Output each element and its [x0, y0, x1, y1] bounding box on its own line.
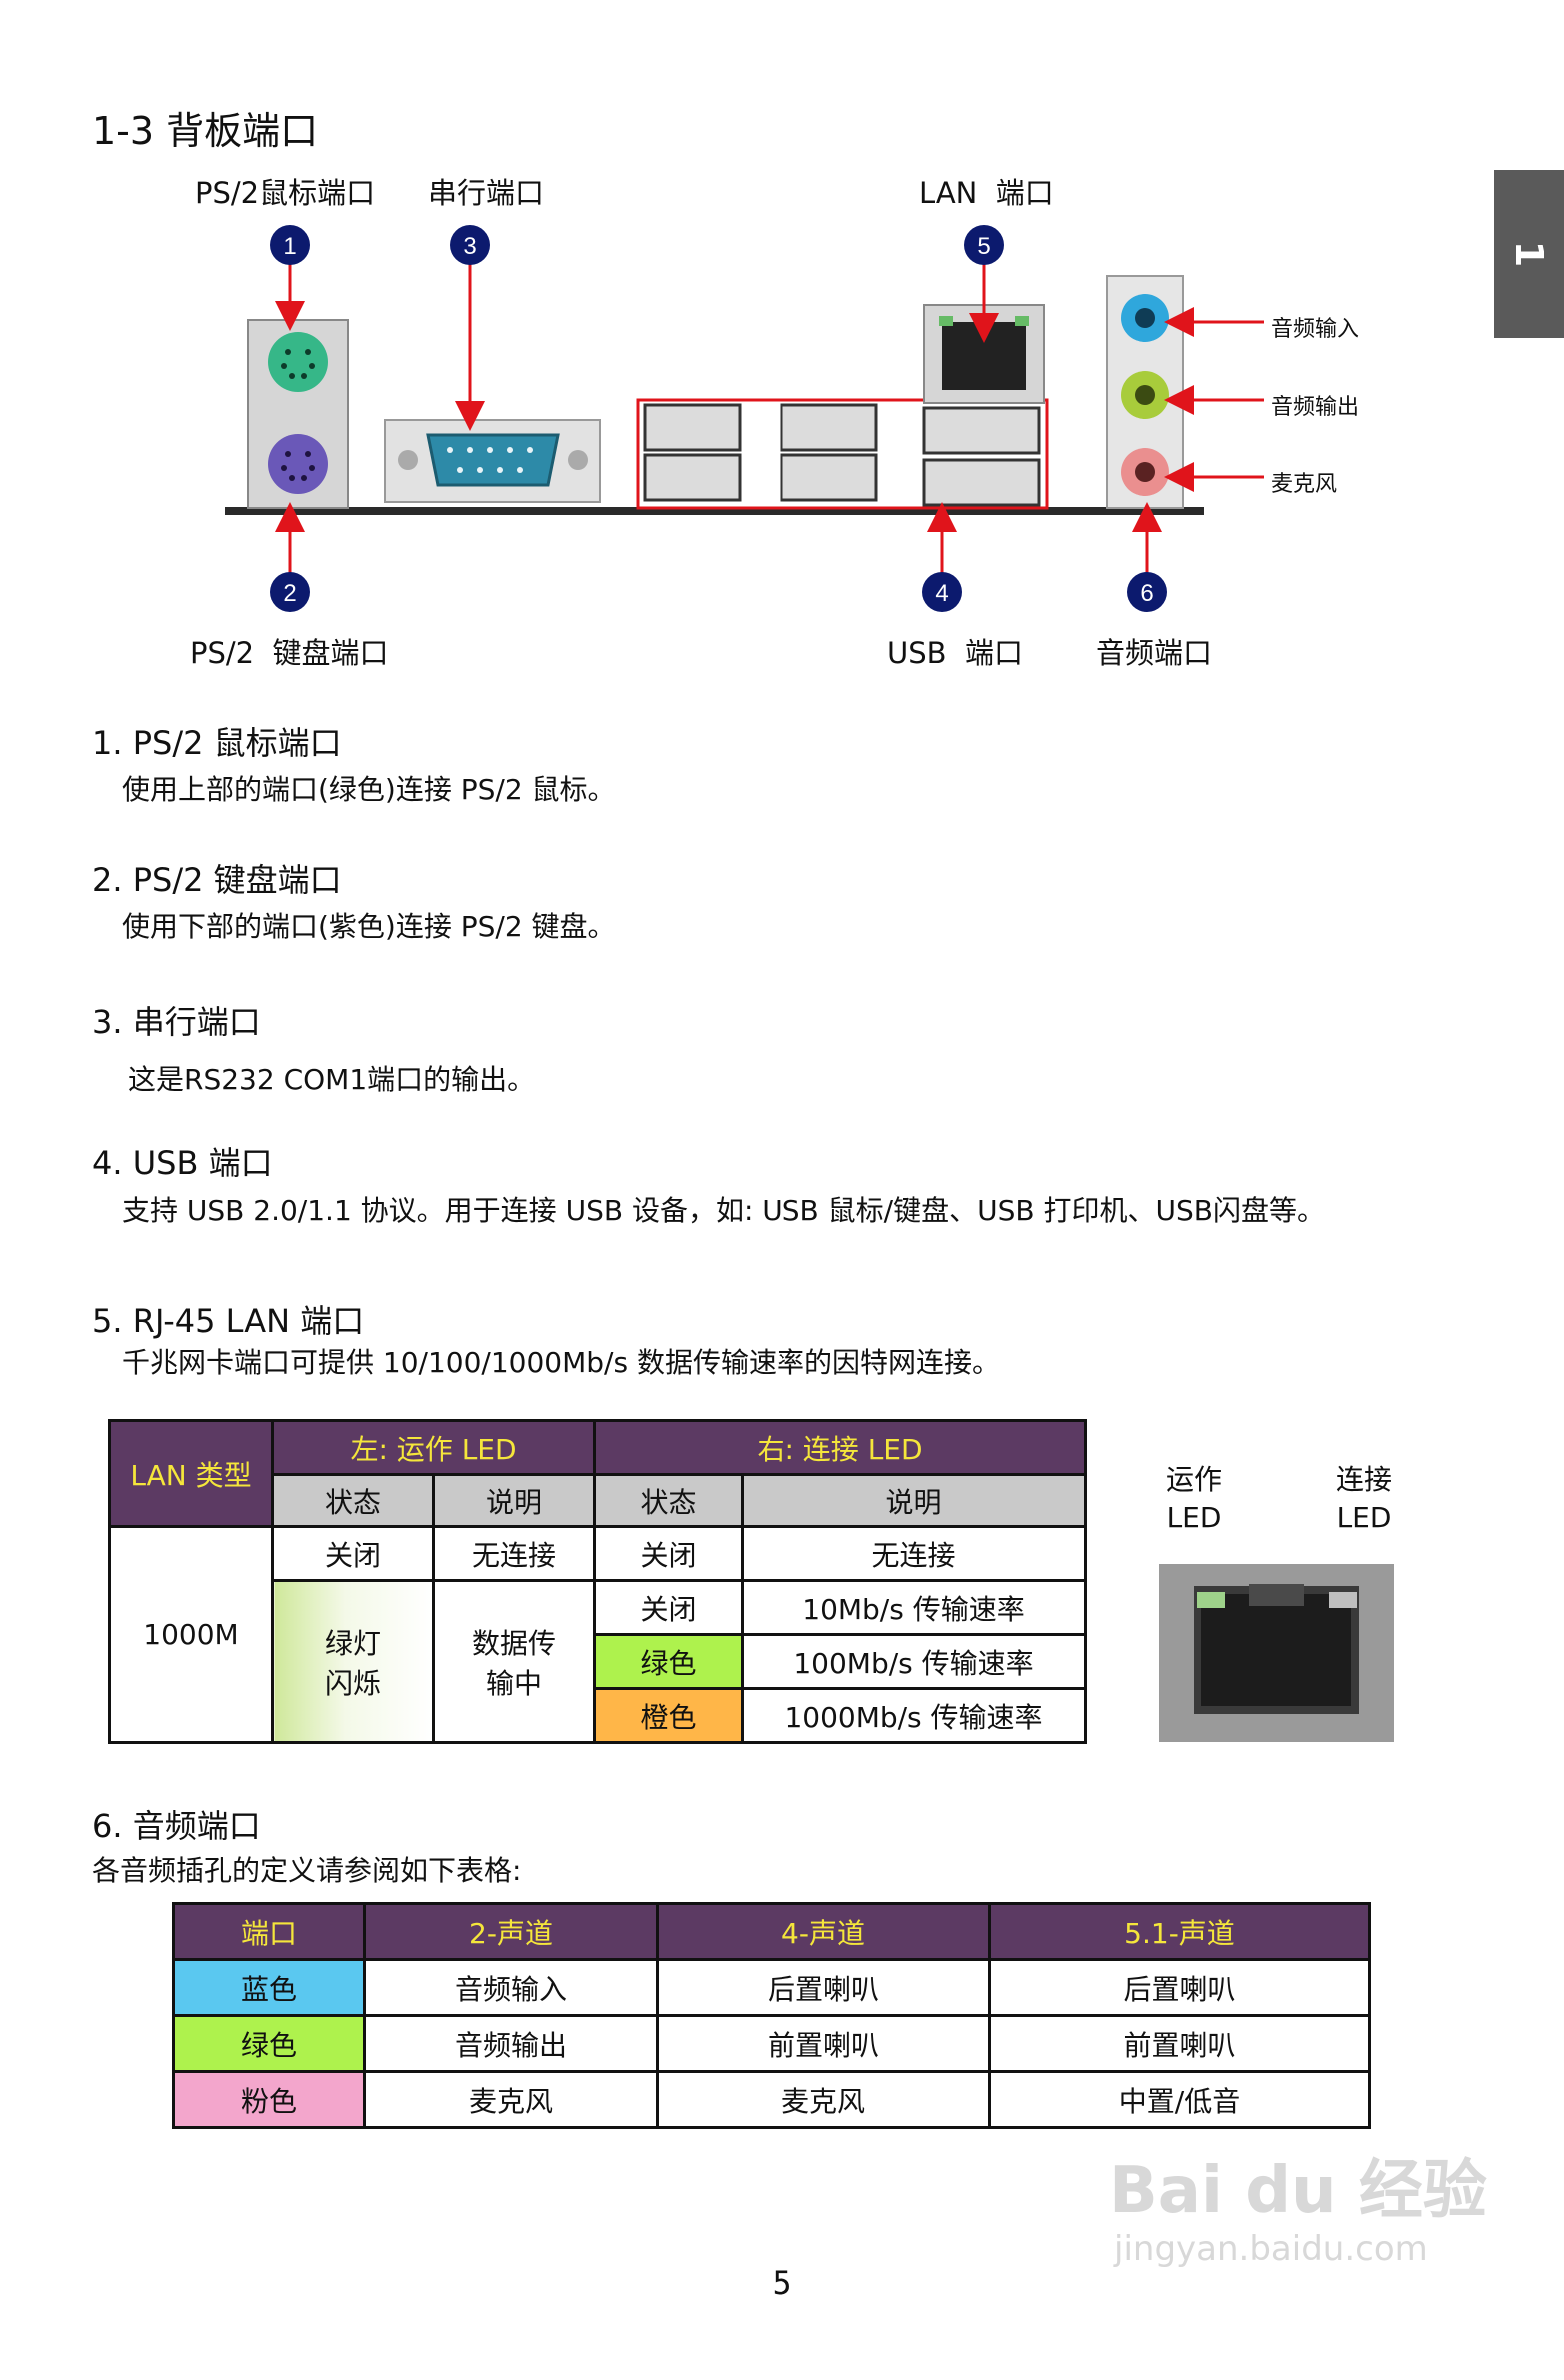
page-title: 1-3 背板端口: [92, 109, 319, 153]
label-audio-in: 音频输入: [1271, 317, 1360, 342]
audio-header-51ch: 5.1-声道: [988, 1902, 1371, 1961]
label-ps2-mouse: PS/2鼠标端口: [195, 176, 376, 210]
back-panel-diagram: 1 3 5 2 4 6: [225, 225, 1264, 612]
label-audio-out: 音频输出: [1271, 395, 1360, 420]
left-state-off: 关闭: [271, 1525, 435, 1582]
lan-type-header: LAN 类型: [108, 1419, 274, 1528]
audio-header-port: 端口: [172, 1902, 366, 1961]
marker-4-label: 4: [935, 580, 948, 607]
section-1-body: 使用上部的端口(绿色)连接 PS/2 鼠标。: [122, 773, 616, 806]
right-desc-10: 10Mb/s 传输速率: [741, 1579, 1087, 1636]
right-led-header: 右: 连接 LED: [593, 1419, 1087, 1476]
label-usb: USB 端口: [887, 636, 1023, 670]
section-4-body: 支持 USB 2.0/1.1 协议。用于连接 USB 设备，如: USB 鼠标/…: [122, 1194, 1325, 1227]
section-4-title: 4. USB 端口: [92, 1144, 273, 1182]
audio-cell: 麦克风: [656, 2070, 991, 2129]
left-state-blinking: 绿灯闪烁: [271, 1579, 435, 1744]
audio-table: 端口 2-声道 4-声道 5.1-声道 蓝色 音频输入 后置喇叭 后置喇叭 绿色…: [172, 1902, 1371, 2129]
audio-row-blue: 蓝色: [172, 1958, 366, 2017]
audio-cell: 麦克风: [363, 2070, 659, 2129]
audio-cell: 中置/低音: [988, 2070, 1371, 2129]
audio-cell: 后置喇叭: [656, 1958, 991, 2017]
label-ps2-keyboard: PS/2 键盘端口: [190, 636, 389, 670]
section-2-body: 使用下部的端口(紫色)连接 PS/2 键盘。: [122, 910, 616, 943]
audio-cell: 音频输出: [363, 2014, 659, 2073]
watermark-logo: Bai du 经验: [1109, 2154, 1487, 2228]
section-5-body: 千兆网卡端口可提供 10/100/1000Mb/s 数据传输速率的因特网连接。: [122, 1346, 1000, 1379]
label-mic: 麦克风: [1271, 472, 1338, 497]
page-number: 5: [772, 2264, 792, 2302]
right-state-10: 关闭: [593, 1579, 744, 1636]
audio-cell: 音频输入: [363, 1958, 659, 2017]
marker-5: 5: [964, 225, 1004, 343]
left-desc-header: 说明: [432, 1473, 596, 1528]
audio-header-4ch: 4-声道: [656, 1902, 991, 1961]
right-desc-nolink: 无连接: [741, 1525, 1087, 1582]
lan-led-table: LAN 类型 左: 运作 LED 右: 连接 LED 状态 说明 状态 说明 1…: [108, 1419, 1087, 1744]
left-desc-nolink: 无连接: [432, 1525, 596, 1582]
audio-jacks: [1106, 275, 1184, 509]
ps2-mouse-port: [268, 332, 328, 392]
ps2-ports: [247, 319, 349, 509]
marker-3-label: 3: [463, 233, 476, 260]
marker-2: 2: [270, 502, 310, 612]
audio-cell: 后置喇叭: [988, 1958, 1371, 2017]
left-state-header: 状态: [271, 1473, 435, 1528]
audio-row-green: 绿色: [172, 2014, 366, 2073]
right-state-off: 关闭: [593, 1525, 744, 1582]
audio-cell: 前置喇叭: [656, 2014, 991, 2073]
watermark-url: jingyan.baidu.com: [1114, 2229, 1428, 2269]
activity-led: [1197, 1592, 1225, 1608]
serial-port: [384, 419, 601, 503]
right-state-1000: 橙色: [593, 1687, 744, 1744]
right-state-header: 状态: [593, 1473, 744, 1528]
lan-jack-photo: [1159, 1564, 1394, 1742]
label-audio: 音频端口: [1096, 636, 1213, 670]
lan-type-value: 1000M: [108, 1525, 274, 1744]
audio-cell: 前置喇叭: [988, 2014, 1371, 2073]
marker-4: 4: [922, 502, 962, 612]
marker-6: 6: [1127, 502, 1167, 612]
audio-header-2ch: 2-声道: [363, 1902, 659, 1961]
led-label-right: 连接 LED: [1335, 1463, 1392, 1534]
section-2-title: 2. PS/2 键盘端口: [92, 861, 342, 899]
label-serial: 串行端口: [428, 176, 545, 210]
marker-6-label: 6: [1140, 580, 1153, 607]
ps2-keyboard-port: [268, 434, 328, 494]
section-6-body: 各音频插孔的定义请参阅如下表格:: [92, 1854, 522, 1887]
marker-5-label: 5: [977, 233, 990, 260]
marker-1-label: 1: [283, 233, 296, 260]
section-6-title: 6. 音频端口: [92, 1807, 261, 1845]
marker-1: 1: [270, 225, 310, 331]
led-label-left: 运作 LED: [1165, 1463, 1222, 1534]
marker-3: 3: [450, 225, 490, 431]
left-desc-transfer: 数据传输中: [432, 1579, 596, 1744]
right-desc-header: 说明: [741, 1473, 1087, 1528]
usb-ports: [643, 403, 1041, 507]
link-led: [1329, 1592, 1357, 1608]
chapter-tab: 1: [1494, 170, 1564, 338]
section-3-body: 这是RS232 COM1端口的输出。: [128, 1063, 536, 1096]
board-edge: [225, 507, 1204, 515]
right-desc-100: 100Mb/s 传输速率: [741, 1633, 1087, 1690]
usb-highlight: [636, 398, 1049, 510]
section-5-title: 5. RJ-45 LAN 端口: [92, 1302, 365, 1340]
label-lan: LAN 端口: [919, 176, 1054, 210]
right-state-100: 绿色: [593, 1633, 744, 1690]
section-1-title: 1. PS/2 鼠标端口: [92, 724, 342, 762]
marker-2-label: 2: [283, 580, 296, 607]
left-led-header: 左: 运作 LED: [271, 1419, 596, 1476]
audio-row-pink: 粉色: [172, 2070, 366, 2129]
section-3-title: 3. 串行端口: [92, 1003, 261, 1041]
right-desc-1000: 1000Mb/s 传输速率: [741, 1687, 1087, 1744]
